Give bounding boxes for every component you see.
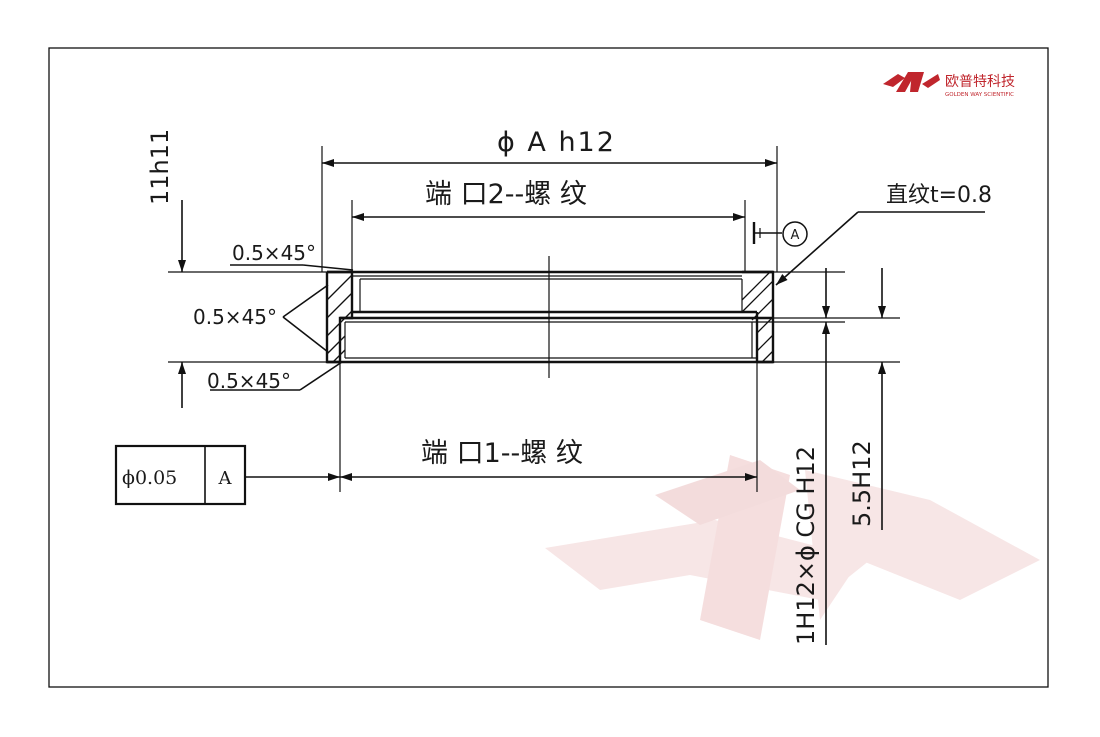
dim-port1-thread: 端 口1--螺 纹 [421, 438, 583, 469]
drawing-border [48, 47, 1049, 688]
logo-name-cn: 欧普特科技 [945, 74, 1015, 90]
watermark-logo [545, 455, 1040, 640]
part-geometry [325, 256, 775, 378]
dim-vertical-1: 1H12×ϕ CG H12 [792, 446, 820, 645]
dim-total-height: 11h11 [146, 129, 174, 205]
datum-a-circle [782, 221, 808, 247]
tolerance-frame: ϕ0.05 A [114, 444, 247, 506]
dim-outer-diameter: ϕ A h12 [497, 127, 616, 158]
extension-lines [168, 146, 900, 492]
tolerance-value: ϕ0.05 [122, 467, 177, 489]
dim-straight-knurl: 直纹t=0.8 [886, 183, 992, 208]
logo-mark-icon [883, 72, 940, 92]
dim-port2-thread: 端 口2--螺 纹 [425, 179, 587, 210]
dimension-lines [178, 159, 985, 645]
dim-chamfer-middle: 0.5×45° [193, 305, 277, 329]
dim-chamfer-top: 0.5×45° [232, 241, 316, 265]
logo-name-en: GOLDEN WAY SCIENTIFIC [945, 92, 1014, 98]
tolerance-datum: A [218, 468, 233, 489]
dim-vertical-2: 5.5H12 [848, 440, 876, 527]
dim-chamfer-bottom: 0.5×45° [207, 369, 291, 393]
datum-a-label: A [791, 228, 800, 243]
company-logo: 欧普特科技 GOLDEN WAY SCIENTIFIC [883, 72, 1015, 98]
